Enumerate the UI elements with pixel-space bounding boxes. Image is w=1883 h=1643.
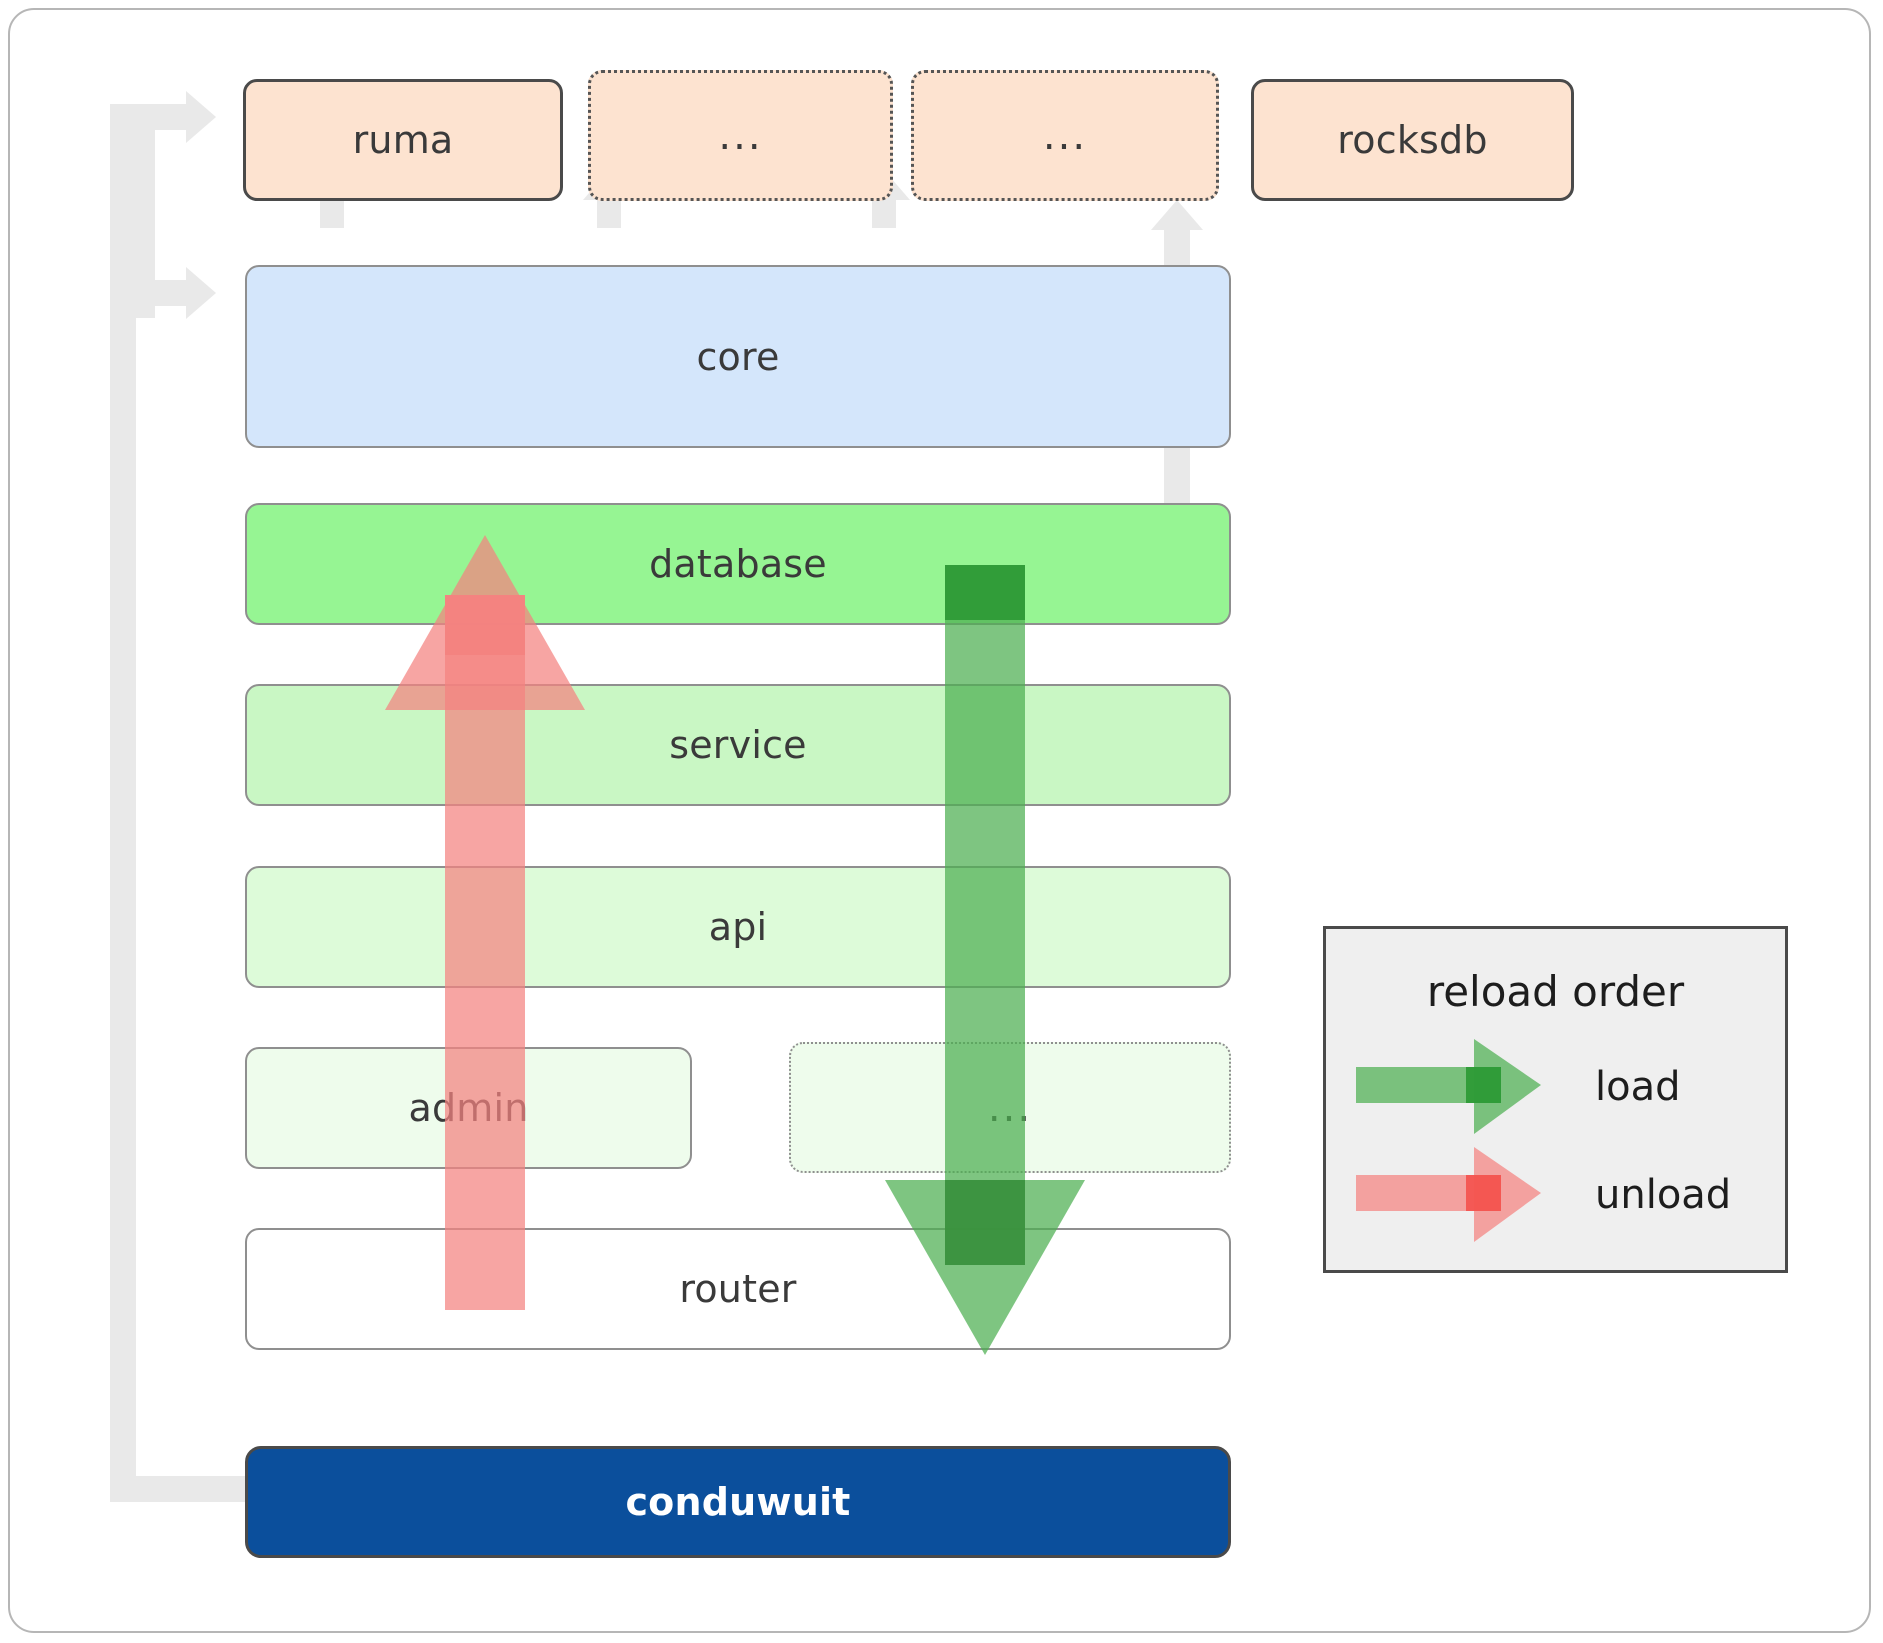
connector-conduwuit-horizontal: [110, 1476, 245, 1502]
legend-panel: reload order load: [1323, 926, 1788, 1273]
connector-branch-vertical: [133, 128, 155, 318]
node-api[interactable]: api: [245, 866, 1231, 988]
legend-label-load: load: [1595, 1063, 1681, 1110]
load-arrow-icon: [1356, 1039, 1541, 1134]
node-core[interactable]: core: [245, 265, 1231, 448]
connector-trunk-vertical: [110, 128, 136, 1502]
node-api-label: api: [708, 905, 768, 949]
node-dots-top-1-label: ...: [718, 112, 763, 159]
unload-arrow-icon: [1356, 1147, 1541, 1242]
unload-arrow: [385, 535, 585, 1310]
node-core-label: core: [696, 334, 780, 379]
node-service-label: service: [669, 723, 807, 767]
node-ruma[interactable]: ruma: [243, 79, 563, 201]
node-dots-top-1[interactable]: ...: [588, 70, 893, 201]
node-dots-top-2-label: ...: [1042, 112, 1088, 159]
node-conduwuit[interactable]: conduwuit: [245, 1446, 1231, 1558]
node-dots-top-2[interactable]: ...: [911, 70, 1219, 201]
load-arrow: [880, 565, 1090, 1355]
connector-core-to-dots2-stem: [872, 196, 896, 228]
node-database[interactable]: database: [245, 503, 1231, 625]
connector-ruma-arrowhead: [186, 91, 216, 143]
node-database-label: database: [649, 542, 827, 586]
connector-ruma-horizontal: [110, 104, 186, 130]
connector-core-arrowhead: [186, 267, 216, 319]
node-router-label: router: [679, 1267, 797, 1311]
node-ruma-label: ruma: [352, 118, 454, 162]
connector-core-to-dots1-stem: [597, 196, 621, 228]
node-router[interactable]: router: [245, 1228, 1231, 1350]
connector-core-to-ruma-stem: [320, 196, 344, 228]
connector-core-horizontal: [133, 280, 186, 306]
legend-label-unload: unload: [1595, 1171, 1732, 1218]
legend-title: reload order: [1426, 967, 1685, 1016]
connector-rocksdb-arrowhead: [1151, 200, 1203, 230]
node-rocksdb[interactable]: rocksdb: [1251, 79, 1574, 201]
legend-row-unload: unload: [1356, 1147, 1776, 1242]
node-rocksdb-label: rocksdb: [1337, 118, 1488, 162]
node-conduwuit-label: conduwuit: [625, 1480, 851, 1524]
legend-row-load: load: [1356, 1039, 1776, 1134]
